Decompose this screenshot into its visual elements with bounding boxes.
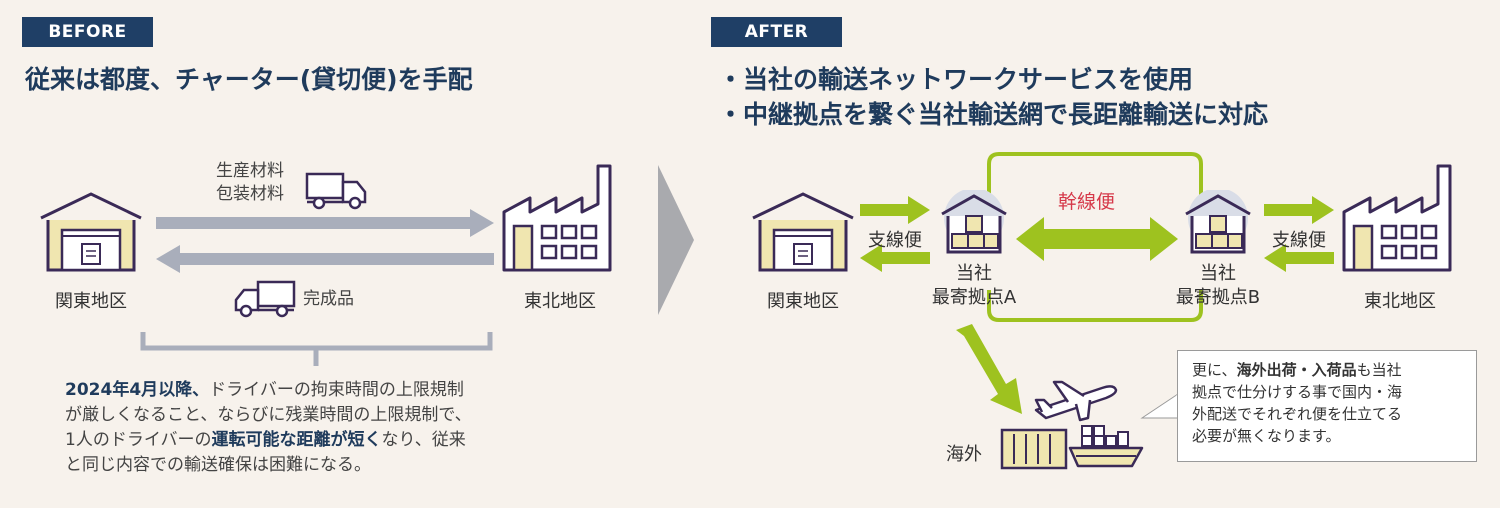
- hub-a-label: 当社 最寄拠点A: [910, 262, 1038, 310]
- before-destination-label: 東北地区: [524, 291, 596, 312]
- overseas-label: 海外: [946, 444, 982, 465]
- branch-label-right: 支線便: [1272, 230, 1326, 251]
- branch-arrows-left: [860, 196, 930, 272]
- outbound-goods: 生産材料 包装材料: [195, 160, 305, 206]
- hub-a-line: 当社: [956, 263, 992, 284]
- container-icon: [1000, 428, 1068, 470]
- overseas-arrow: [956, 324, 1022, 414]
- before-heading: 従来は都度、チャーター(貸切便)を手配: [25, 65, 473, 94]
- hub-b-label: 当社 最寄拠点B: [1154, 262, 1282, 310]
- callout-text: 外配送でそれぞれ便を仕立てる: [1192, 405, 1403, 423]
- hub-building-icon: [1185, 190, 1251, 254]
- truck-icon: [305, 172, 367, 210]
- callout-pointer: [1140, 393, 1180, 419]
- overseas-callout: 更に、海外出荷・入荷品も当社 拠点で仕分けする事で国内・海 外配送でそれぞれ便を…: [1177, 350, 1477, 462]
- note-text: なり、従来: [381, 430, 466, 450]
- factory-icon: [502, 164, 612, 272]
- callout-text: 必要が無くなります。: [1192, 427, 1341, 445]
- chevron-right-icon: [658, 165, 694, 315]
- callout-bold: 海外出荷・入荷品: [1236, 361, 1357, 379]
- bracket: [140, 332, 493, 366]
- note-bold: 運転可能な距離が短く: [211, 430, 382, 450]
- trunk-arrow: [1016, 217, 1178, 261]
- truck-icon: [234, 280, 296, 318]
- factory-icon: [1342, 164, 1452, 272]
- note-text: が厳しくなること、ならびに残業時間の上限規制で、: [65, 405, 472, 425]
- trunk-label: 幹線便: [1058, 191, 1116, 213]
- after-origin-label: 関東地区: [767, 291, 839, 312]
- hub-b-line: 最寄拠点B: [1175, 287, 1261, 308]
- network-loop: [987, 152, 1203, 322]
- callout-text: 更に、: [1192, 361, 1237, 379]
- after-bullet-2: ・中継拠点を繋ぐ当社輸送網で長距離輸送に対応: [718, 100, 1269, 129]
- hub-a-line: 最寄拠点A: [931, 287, 1017, 308]
- after-bullet-1: ・当社の輸送ネットワークサービスを使用: [718, 65, 1194, 94]
- airplane-icon: [1034, 380, 1118, 422]
- before-note: 2024年4月以降、ドライバーの拘束時間の上限規制 が厳しくなること、ならびに残…: [65, 378, 472, 478]
- warehouse-icon: [752, 192, 854, 272]
- before-tag: BEFORE: [22, 17, 153, 47]
- callout-text: 拠点で仕分けする事で国内・海: [1192, 383, 1403, 401]
- after-destination-label: 東北地区: [1364, 291, 1436, 312]
- goods-item: 生産材料: [216, 161, 284, 181]
- return-goods: 完成品: [303, 289, 354, 309]
- hub-building-icon: [941, 190, 1007, 254]
- ship-icon: [1068, 425, 1144, 468]
- branch-arrows-right: [1264, 196, 1334, 272]
- note-text: と同じ内容での輸送確保は困難になる。: [65, 455, 371, 475]
- note-bold: 2024年4月以降、: [65, 380, 210, 400]
- callout-text: も当社: [1356, 361, 1402, 379]
- hub-b-line: 当社: [1200, 263, 1236, 284]
- goods-item: 包装材料: [216, 184, 284, 204]
- after-tag: AFTER: [711, 17, 842, 47]
- note-text: ドライバーの拘束時間の上限規制: [209, 380, 464, 400]
- branch-label-left: 支線便: [868, 230, 922, 251]
- before-origin-label: 関東地区: [55, 291, 127, 312]
- warehouse-icon: [40, 192, 142, 272]
- shuttle-arrows: [156, 209, 494, 273]
- note-text: 1人のドライバーの: [65, 430, 212, 450]
